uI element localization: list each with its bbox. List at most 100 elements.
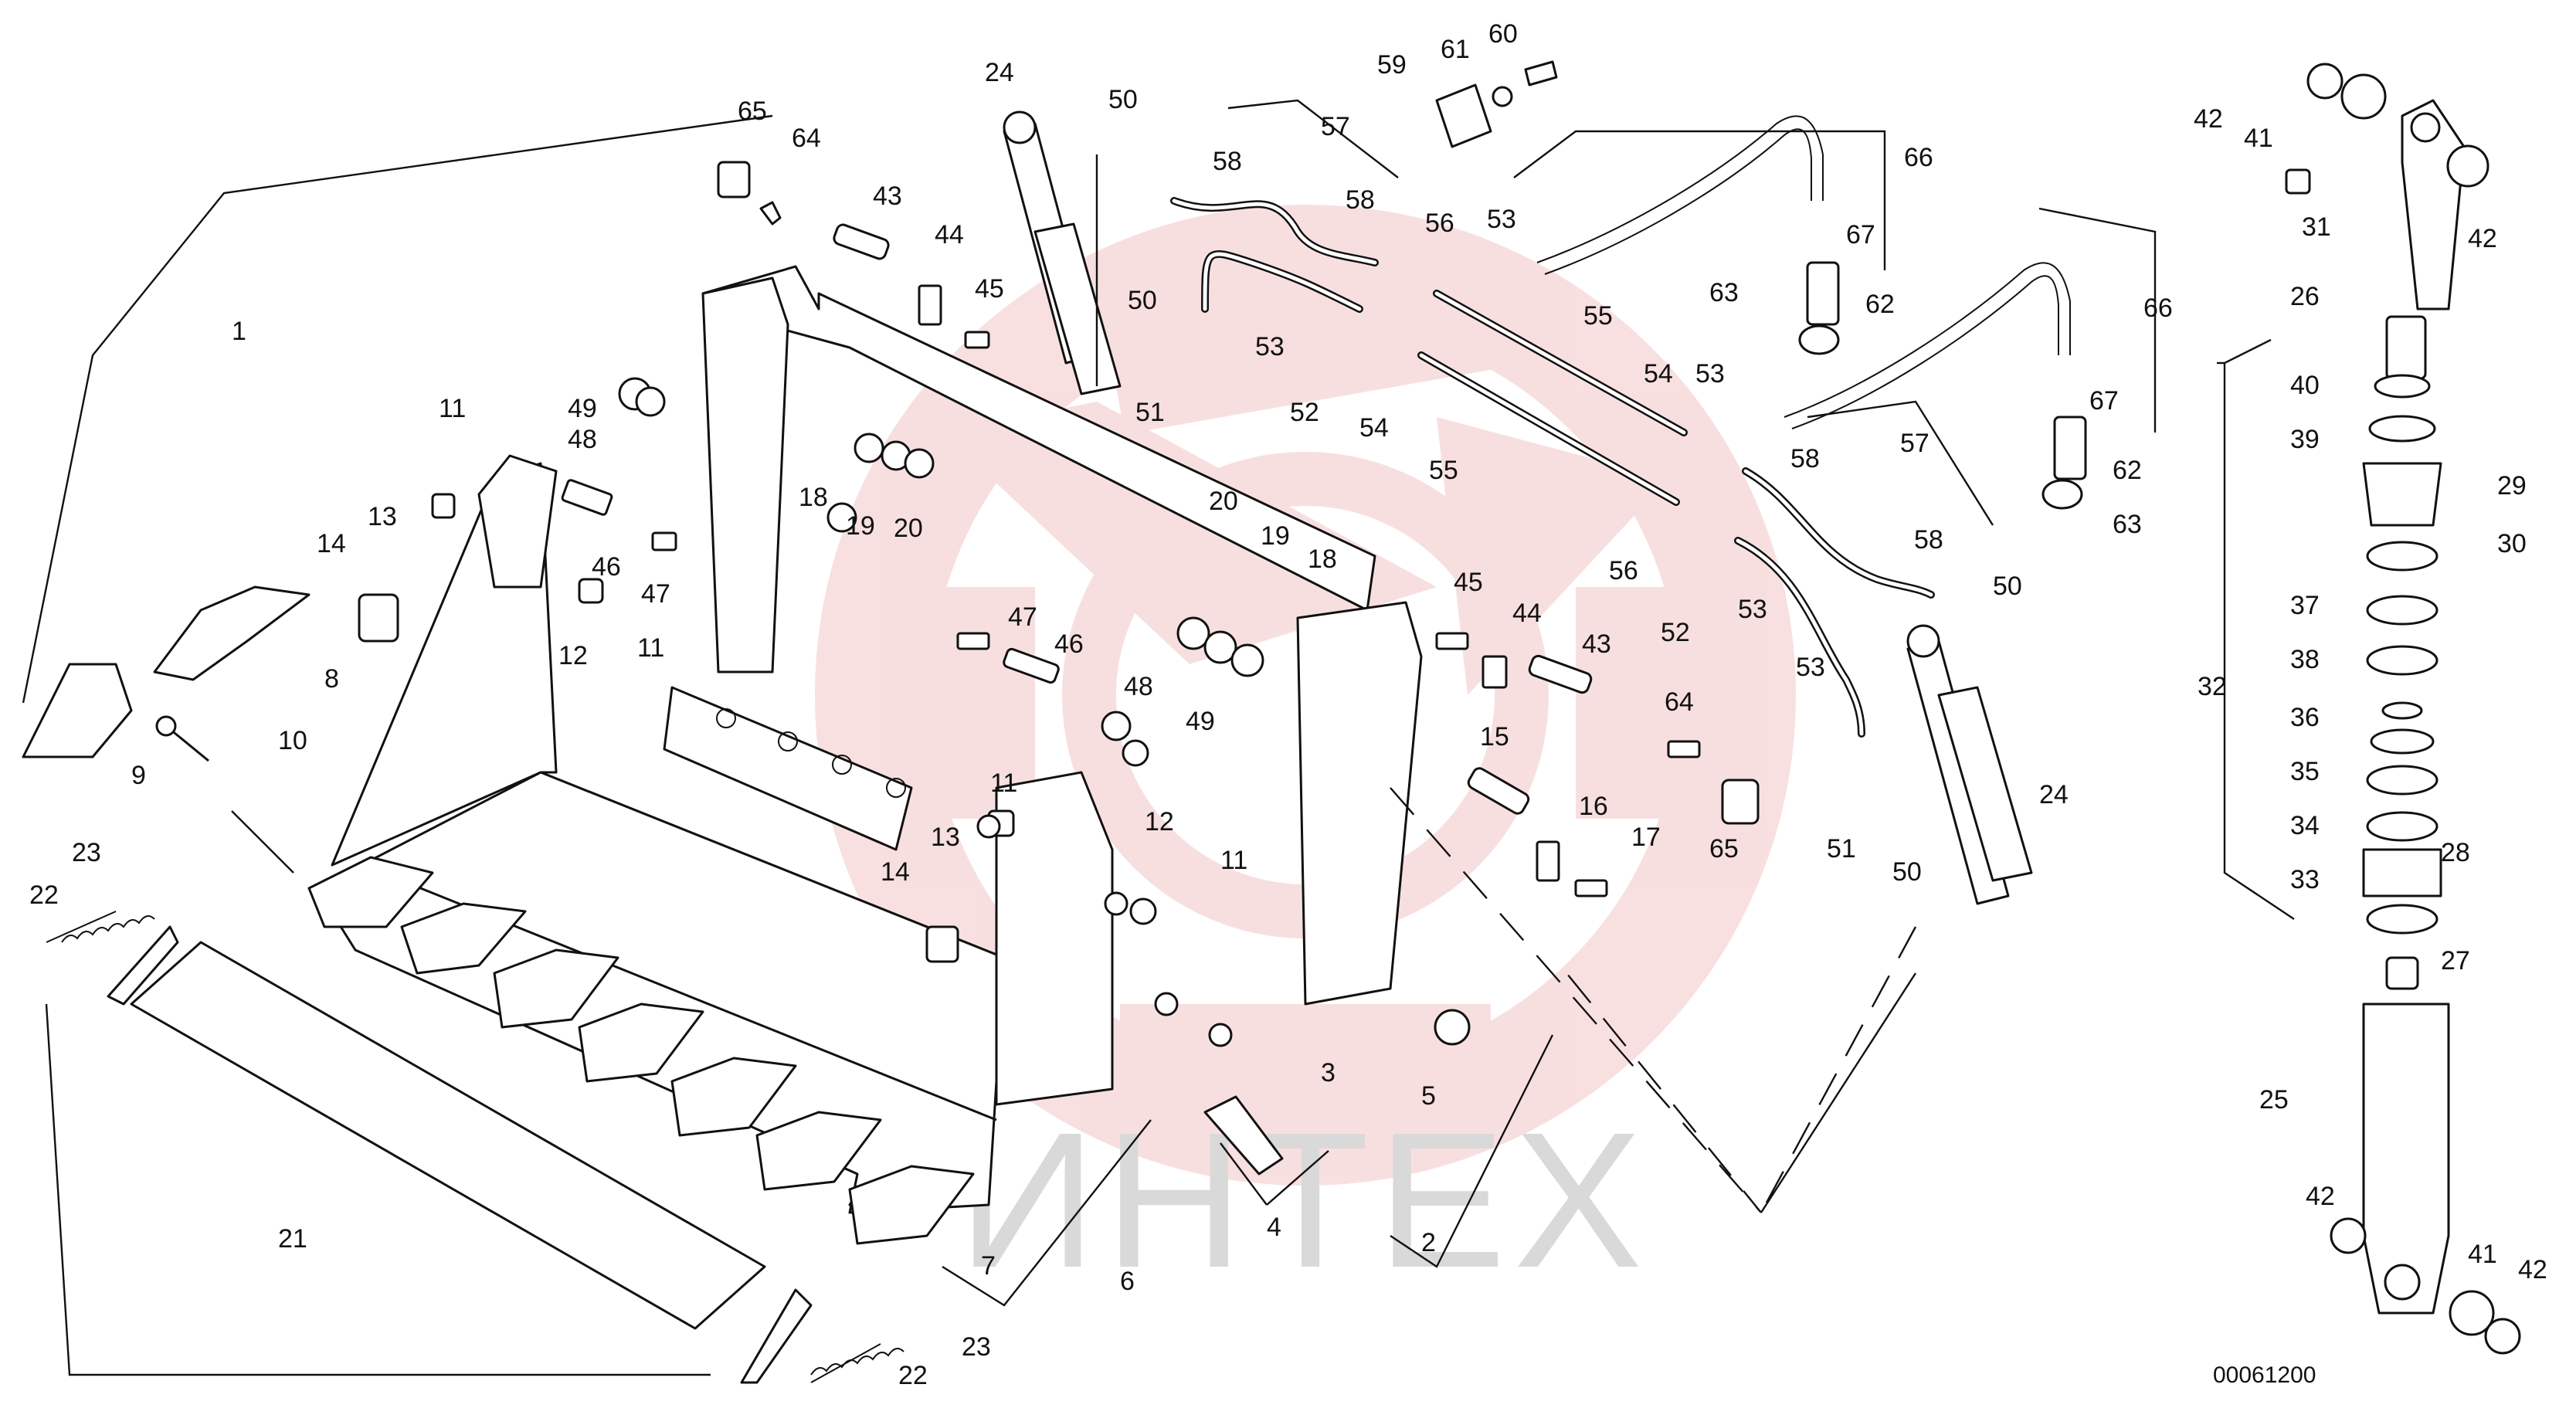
callout-64-b: 64 [1665, 687, 1694, 717]
callout-63-b: 63 [2113, 510, 2142, 539]
callout-42-a: 42 [2194, 104, 2223, 134]
callout-45-a: 45 [975, 274, 1004, 304]
callout-46-a: 46 [592, 552, 621, 582]
callout-23-a: 23 [72, 838, 101, 867]
callout-54-a: 54 [1359, 413, 1389, 443]
callout-49-b: 49 [1186, 707, 1215, 736]
bucket-assembly [315, 265, 1423, 1214]
callout-13-a: 13 [368, 502, 397, 531]
watermark-logo [815, 205, 1796, 1186]
callout-27: 27 [2441, 946, 2470, 975]
callout-41-a: 41 [2244, 124, 2273, 153]
callout-11-c: 11 [990, 768, 1017, 798]
callout-21: 21 [278, 1224, 307, 1254]
callout-67-a: 67 [1846, 220, 1875, 249]
callout-48-a: 48 [568, 425, 597, 454]
coupling-62-upper [1798, 261, 1840, 355]
pin-10 [155, 715, 209, 762]
callout-45-b: 45 [1454, 568, 1483, 597]
callout-11-b: 11 [637, 633, 664, 663]
callout-37: 37 [2290, 591, 2320, 620]
callout-3: 3 [1321, 1058, 1336, 1087]
callout-66-a: 66 [1904, 143, 1933, 172]
callout-58-a: 58 [1213, 147, 1242, 176]
callout-25: 25 [2259, 1085, 2289, 1115]
callout-58-d: 58 [1914, 525, 1943, 555]
center-small-parts [925, 616, 1760, 1176]
tooth-adapter-8 [153, 585, 311, 681]
cutting-edge-21 [46, 911, 881, 1384]
callout-6: 6 [1120, 1267, 1135, 1296]
callout-52-a: 52 [1290, 398, 1319, 427]
callout-38: 38 [2290, 645, 2320, 674]
coupling-62-lower [2041, 416, 2087, 510]
callout-12-a: 12 [558, 641, 588, 670]
bucket-teeth-row [307, 856, 975, 1245]
callout-18-a: 18 [799, 483, 828, 512]
callout-50-b: 50 [1128, 286, 1157, 315]
callout-9: 9 [131, 761, 146, 790]
leader-lines [22, 99, 2295, 1376]
callout-40: 40 [2290, 371, 2320, 400]
callout-58-c: 58 [1790, 444, 1820, 473]
callout-19-b: 19 [1261, 521, 1290, 551]
callout-24-b: 24 [2039, 780, 2069, 809]
callout-44-b: 44 [1512, 599, 1542, 628]
clamp-59 [1435, 60, 1558, 148]
callout-36: 36 [2290, 703, 2320, 732]
callout-53-e: 53 [1796, 653, 1825, 682]
callout-46-b: 46 [1054, 629, 1084, 659]
callout-32: 32 [2198, 672, 2227, 701]
callout-14-a: 14 [317, 529, 346, 558]
callout-49-a: 49 [568, 394, 597, 423]
callout-11-d: 11 [1220, 846, 1247, 875]
callout-48-b: 48 [1124, 672, 1153, 701]
callout-66-b: 66 [2143, 293, 2173, 323]
callout-55-a: 55 [1583, 301, 1613, 331]
callout-41-b: 41 [2468, 1240, 2497, 1269]
watermark-text: ИНТЕХ [958, 1092, 1650, 1308]
callout-50-a: 50 [1108, 85, 1138, 114]
callout-16: 16 [1579, 792, 1608, 821]
callout-63-a: 63 [1709, 278, 1739, 307]
callout-20-a: 20 [894, 514, 923, 543]
callout-13-b: 13 [931, 823, 960, 852]
callout-34: 34 [2290, 811, 2320, 840]
callout-5: 5 [1421, 1081, 1436, 1111]
callout-62-a: 62 [1865, 290, 1895, 319]
callout-53-b: 53 [1487, 205, 1516, 234]
callout-44-a: 44 [935, 220, 964, 249]
callout-2: 2 [1421, 1228, 1436, 1257]
callout-42-d: 42 [2518, 1255, 2547, 1284]
callout-22-a: 22 [29, 880, 59, 910]
callout-18-b: 18 [1308, 545, 1337, 574]
tooth-tip-9 [22, 663, 133, 758]
callout-53-d: 53 [1738, 595, 1767, 624]
callout-20-b: 20 [1209, 487, 1238, 516]
callout-7: 7 [981, 1251, 996, 1281]
cylinder-24-left [1003, 110, 1122, 395]
callout-15: 15 [1480, 722, 1509, 751]
callout-4: 4 [1267, 1213, 1281, 1242]
callout-1: 1 [232, 317, 246, 346]
callout-57-a: 57 [1321, 112, 1350, 141]
cylinder-exploded-view [2285, 63, 2521, 1355]
callout-22-b: 22 [898, 1361, 928, 1390]
callout-35: 35 [2290, 757, 2320, 786]
callout-52-b: 52 [1661, 618, 1690, 647]
callout-30: 30 [2497, 529, 2527, 558]
callout-24-a: 24 [985, 58, 1014, 87]
spring-22-right [810, 1348, 904, 1376]
left-small-parts [358, 161, 990, 643]
callout-29: 29 [2497, 471, 2527, 500]
callout-43-a: 43 [873, 182, 902, 211]
callout-59: 59 [1377, 50, 1407, 80]
callout-57-b: 57 [1900, 429, 1929, 458]
callout-28: 28 [2441, 838, 2470, 867]
drawing-code: 00061200 [2213, 1362, 2316, 1388]
spring-22-left [61, 915, 155, 943]
callout-64-a: 64 [792, 124, 821, 153]
callout-42-c: 42 [2306, 1182, 2335, 1211]
callout-65-a: 65 [738, 97, 767, 126]
